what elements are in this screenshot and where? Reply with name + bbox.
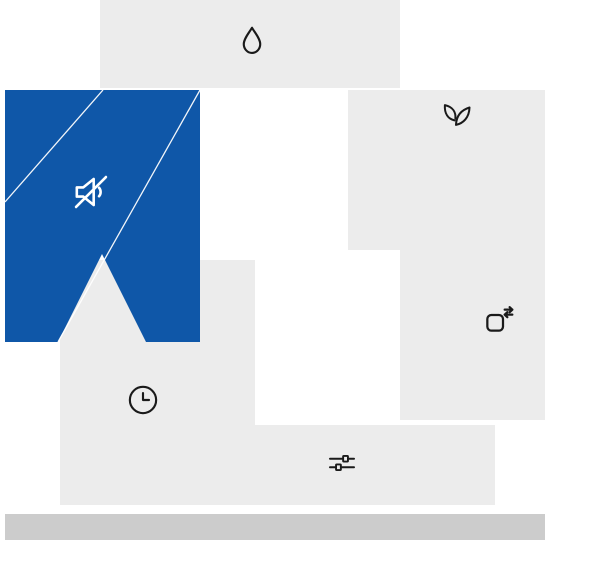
- water-drop-icon: [233, 23, 271, 61]
- plug-swap-icon: [476, 302, 516, 342]
- tile-eco[interactable]: [348, 90, 545, 250]
- ribbon-banner: [5, 90, 200, 343]
- sliders-icon: [325, 446, 359, 480]
- muted-speaker-icon: [68, 169, 114, 215]
- tile-connect[interactable]: [400, 250, 545, 420]
- tile-mute-selected[interactable]: [5, 90, 200, 345]
- bottom-scrollbar-track[interactable]: [5, 514, 545, 540]
- leaf-icon: [438, 94, 474, 130]
- clock-icon: [124, 381, 162, 419]
- tile-settings[interactable]: [200, 425, 495, 505]
- tile-water[interactable]: [100, 0, 400, 88]
